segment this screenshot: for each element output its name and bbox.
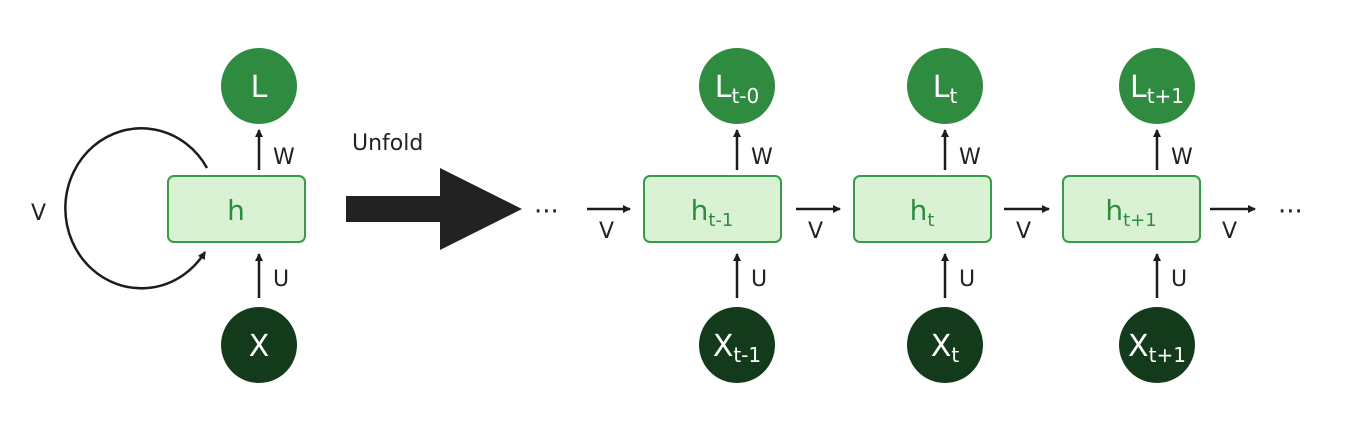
unfolded-step-2: Lt W ht U Xt [853,48,992,383]
loss-node-1 [699,48,775,124]
w-label: W [273,145,295,170]
v-label-2-3: V [1016,219,1031,244]
hidden-state-2-label: ht [910,194,935,231]
w-label-1: W [751,145,773,170]
unfolded-step-1: Lt-0 W ht-1 U Xt-1 [643,48,782,383]
ellipsis-left: ··· [534,197,559,227]
input-node-label: X [249,329,270,364]
hidden-state-box-3 [1062,175,1201,243]
loss-node [221,48,297,124]
input-node-3-label: Xt+1 [1128,329,1186,367]
v-label-1-2: V [808,219,823,244]
input-node-3 [1119,307,1195,383]
unfold-label: Unfold [352,131,423,156]
recurrent-loop-arrow [64,127,209,290]
loss-node-3-label: Lt+1 [1130,70,1184,108]
w-label-3: W [1171,145,1193,170]
folded-rnn: V L W h U X [31,48,306,383]
input-node-2 [907,307,983,383]
loss-node-2-label: Lt [933,70,958,108]
input-node [221,307,297,383]
unfold-arrow-group: Unfold [346,131,522,250]
w-label-2: W [959,145,981,170]
input-node-2-label: Xt [931,329,960,367]
loss-node-3 [1119,48,1195,124]
hidden-state-label: h [227,194,245,227]
v-label-in: V [599,219,614,244]
v-label-out: V [1222,219,1237,244]
u-label-2: U [959,267,975,292]
hidden-state-3-label: ht+1 [1105,194,1156,231]
hidden-state-box [167,175,306,243]
hidden-state-box-2 [853,175,992,243]
input-node-1 [699,307,775,383]
u-label-1: U [751,267,767,292]
u-label: U [273,267,289,292]
ellipsis-right: ··· [1278,197,1303,227]
loss-node-1-label: Lt-0 [715,70,760,108]
hidden-state-box-1 [643,175,782,243]
unfold-big-arrow [346,168,522,250]
loss-node-label: L [251,70,268,105]
u-label-3: U [1171,267,1187,292]
loop-v-label: V [31,201,46,226]
loss-node-2 [907,48,983,124]
unfolded-step-3: Lt+1 W ht+1 U Xt+1 [1062,48,1201,383]
hidden-state-1-label: ht-1 [691,194,734,231]
input-node-1-label: Xt-1 [713,329,761,367]
